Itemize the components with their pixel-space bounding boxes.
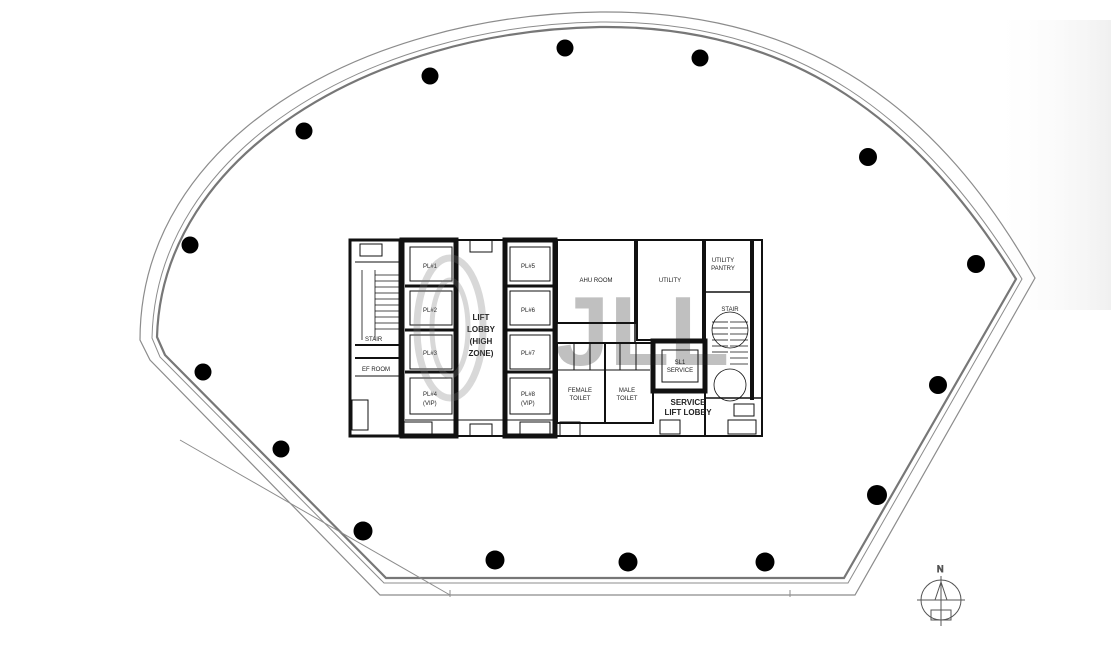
label-female-2: TOILET <box>570 396 591 402</box>
column <box>181 236 199 254</box>
column <box>485 550 505 570</box>
lift-lobby-1: LIFT <box>473 313 490 322</box>
label-service-lift-1: SL1 <box>675 360 686 366</box>
label-male-2: TOILET <box>617 396 638 402</box>
column <box>421 67 439 85</box>
watermark-text: JLL <box>555 276 729 386</box>
label-female-1: FEMALE <box>568 388 592 394</box>
label-utility-pantry-1: UTILITY <box>712 258 734 264</box>
label-pl8: PL#8 <box>521 392 536 398</box>
column <box>755 552 775 572</box>
north-compass: N <box>917 564 965 626</box>
jll-watermark: JLL <box>413 254 729 402</box>
north-label: N <box>937 564 944 574</box>
label-pl6: PL#6 <box>521 308 536 314</box>
columns <box>181 39 985 572</box>
label-pl4-vip: (VIP) <box>423 401 437 407</box>
column <box>353 521 373 541</box>
column <box>272 440 290 458</box>
label-pl1: PL#1 <box>423 264 438 270</box>
core <box>348 237 763 439</box>
label-ef-room: EF ROOM <box>362 367 390 373</box>
column <box>618 552 638 572</box>
label-pl8-vip: (VIP) <box>521 401 535 407</box>
lift-lobby-3: (HIGH <box>470 337 493 346</box>
label-male-1: MALE <box>619 388 635 394</box>
column <box>295 122 313 140</box>
column <box>556 39 574 57</box>
column <box>929 376 947 394</box>
label-pl4: PL#4 <box>423 392 438 398</box>
label-ahu-room: AHU ROOM <box>580 278 613 284</box>
lift-lobby-4: ZONE) <box>469 349 494 358</box>
label-utility: UTILITY <box>659 278 681 284</box>
label-pl3: PL#3 <box>423 351 438 357</box>
room-labels: STAIR EF ROOM PL#1 PL#2 PL#3 PL#4 (VIP) … <box>362 258 739 417</box>
column <box>859 148 877 166</box>
building-outline <box>139 11 1036 597</box>
column <box>691 49 709 67</box>
label-pl7: PL#7 <box>521 351 536 357</box>
column <box>867 485 887 505</box>
label-stair-left: STAIR <box>365 337 383 343</box>
column <box>194 363 212 381</box>
label-service-lobby-2: LIFT LOBBY <box>664 408 712 417</box>
label-stair-right: STAIR <box>721 307 739 313</box>
edge-shadow <box>990 20 1111 310</box>
label-pl2: PL#2 <box>423 308 438 314</box>
lift-lobby-2: LOBBY <box>467 325 496 334</box>
label-service-lift-2: SERVICE <box>667 368 693 374</box>
label-service-lobby-1: SERVICE <box>671 398 707 407</box>
label-pl5: PL#5 <box>521 264 536 270</box>
label-utility-pantry-2: PANTRY <box>711 266 735 272</box>
column <box>967 255 985 273</box>
